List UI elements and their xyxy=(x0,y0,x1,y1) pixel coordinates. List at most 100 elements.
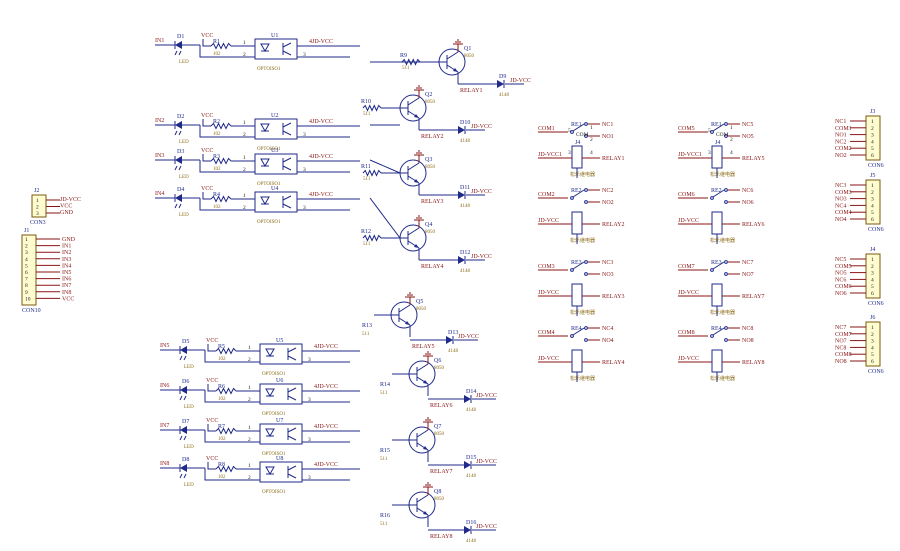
relay-contact xyxy=(724,272,728,276)
connector-ref: J4 xyxy=(870,247,875,253)
connector-name: CON6 xyxy=(868,369,884,375)
input-net-label: IN3 xyxy=(155,153,164,159)
opto-led xyxy=(260,158,270,168)
connector-pin-label: GND xyxy=(62,237,76,243)
opto-net-label: 4JD-VCC xyxy=(314,384,338,390)
opto-net-label: 4JD-VCC xyxy=(314,344,338,350)
wire xyxy=(204,430,245,443)
jdvcc-net-label: JD-VCC xyxy=(538,290,559,296)
diode-symbol xyxy=(458,191,465,199)
diode-ref: D9 xyxy=(499,74,506,80)
opto-transistor xyxy=(287,465,297,471)
relay-contact xyxy=(570,334,574,338)
led-part: LED xyxy=(184,405,194,410)
relay-net-label: RELAY3 xyxy=(602,294,624,300)
connector-ref: J1 xyxy=(24,228,29,234)
relay-ref: RE1 xyxy=(571,122,582,128)
relay-net-label: RELAY2 xyxy=(602,222,624,228)
connector-pin-number: 2 xyxy=(871,264,874,270)
connector-body xyxy=(865,321,881,367)
connector-pin-label: COM4 xyxy=(835,210,852,216)
opto-led xyxy=(260,43,270,53)
opto-part: OPTOISO1 xyxy=(257,220,281,225)
opto-transistor xyxy=(282,165,292,171)
opto-ref: U1 xyxy=(271,33,278,39)
opto-transistor xyxy=(282,195,292,201)
opto-transistor xyxy=(282,122,292,128)
connector-pin-label: NC8 xyxy=(835,345,846,351)
opto-transistor xyxy=(282,42,292,48)
no-net-label: NO6 xyxy=(742,200,754,206)
connector-pin-number: 3 xyxy=(36,211,39,217)
relay-net-label: RELAY6 xyxy=(742,222,764,228)
led-arrow xyxy=(179,435,183,441)
com-net-label: COM5 xyxy=(678,126,695,132)
relay-part-label: 松乐继电器 xyxy=(570,171,595,178)
nc-net-label: NC6 xyxy=(742,188,753,194)
connector-pin-label: NO6 xyxy=(835,291,847,297)
connector-pin-label: NO8 xyxy=(835,359,847,365)
connector-pin-number: 3 xyxy=(871,339,874,345)
led-symbol xyxy=(175,194,182,202)
jdvcc-label: JD-VCC xyxy=(510,78,531,84)
connector-pin-label: COM5 xyxy=(835,264,852,270)
diode-ref: D15 xyxy=(466,455,476,461)
connector-pin-label: IN1 xyxy=(62,244,71,250)
transistor-part: 8050 xyxy=(434,432,445,437)
led-symbol xyxy=(175,41,182,49)
wire xyxy=(199,125,240,138)
connector-pin-number: 3 xyxy=(871,271,874,277)
wire xyxy=(199,160,240,173)
opto-part: OPTOISO1 xyxy=(257,67,281,72)
transistor-ref: Q1 xyxy=(464,46,471,52)
led-symbol xyxy=(180,386,187,394)
connector-pin-label: NO5 xyxy=(835,271,847,277)
transistor-collector xyxy=(446,51,459,60)
relay-net-label: RELAY6 xyxy=(430,403,452,409)
relay-contact xyxy=(584,338,588,342)
connector-pin-number: 4 xyxy=(25,257,28,263)
connector-ref: J2 xyxy=(34,188,39,194)
opto-transistor xyxy=(287,395,297,401)
connector-pin-label: NO4 xyxy=(835,217,847,223)
jdvcc-label: JD-VCC xyxy=(471,124,492,130)
connector-pin-label: NO1 xyxy=(835,133,847,139)
led-arrow xyxy=(179,355,183,361)
connector-pin-number: 5 xyxy=(871,284,874,290)
relay-part-label: 松乐继电器 xyxy=(710,309,735,316)
pin-number: 1 xyxy=(248,425,251,431)
diode-part: 4148 xyxy=(466,474,477,479)
pin-number: 4 xyxy=(590,150,593,156)
emitter-arrow xyxy=(453,68,458,72)
opto-ref: U4 xyxy=(271,186,278,192)
connector-body xyxy=(21,234,37,306)
base-resistor-ref: R9 xyxy=(400,53,407,59)
connector-pin-number: 1 xyxy=(36,198,39,204)
wire xyxy=(572,327,585,336)
resistor-symbol xyxy=(215,347,237,355)
pin-number: 2 xyxy=(243,52,246,58)
resistor-ref: R4 xyxy=(213,192,220,198)
jdvcc-label: JD-VCC xyxy=(458,334,479,340)
connector-pin-label: IN7 xyxy=(62,283,71,289)
relay-contact xyxy=(570,268,574,272)
relay-coil xyxy=(571,145,583,169)
wire xyxy=(204,468,245,481)
optocoupler-body xyxy=(254,118,298,140)
optocoupler-body xyxy=(254,191,298,213)
resistor-symbol xyxy=(210,42,232,50)
opto-net-label: 4JD-VCC xyxy=(309,154,333,160)
resistor-symbol xyxy=(401,58,421,66)
transistor-ref: Q5 xyxy=(416,299,423,305)
diode-ref: D14 xyxy=(466,389,476,395)
connector-pin-label: NC3 xyxy=(835,183,846,189)
led-arrow xyxy=(183,435,187,441)
optocoupler-body xyxy=(259,423,303,445)
transistor-part: 8050 xyxy=(464,54,475,59)
input-net-label: IN2 xyxy=(155,118,164,124)
relay-coil xyxy=(571,211,583,235)
relay-contact xyxy=(570,196,574,200)
jdvcc-net-label: JD-VCC xyxy=(678,290,699,296)
led-ref: D7 xyxy=(182,419,189,425)
diode-part: 4148 xyxy=(466,539,477,544)
